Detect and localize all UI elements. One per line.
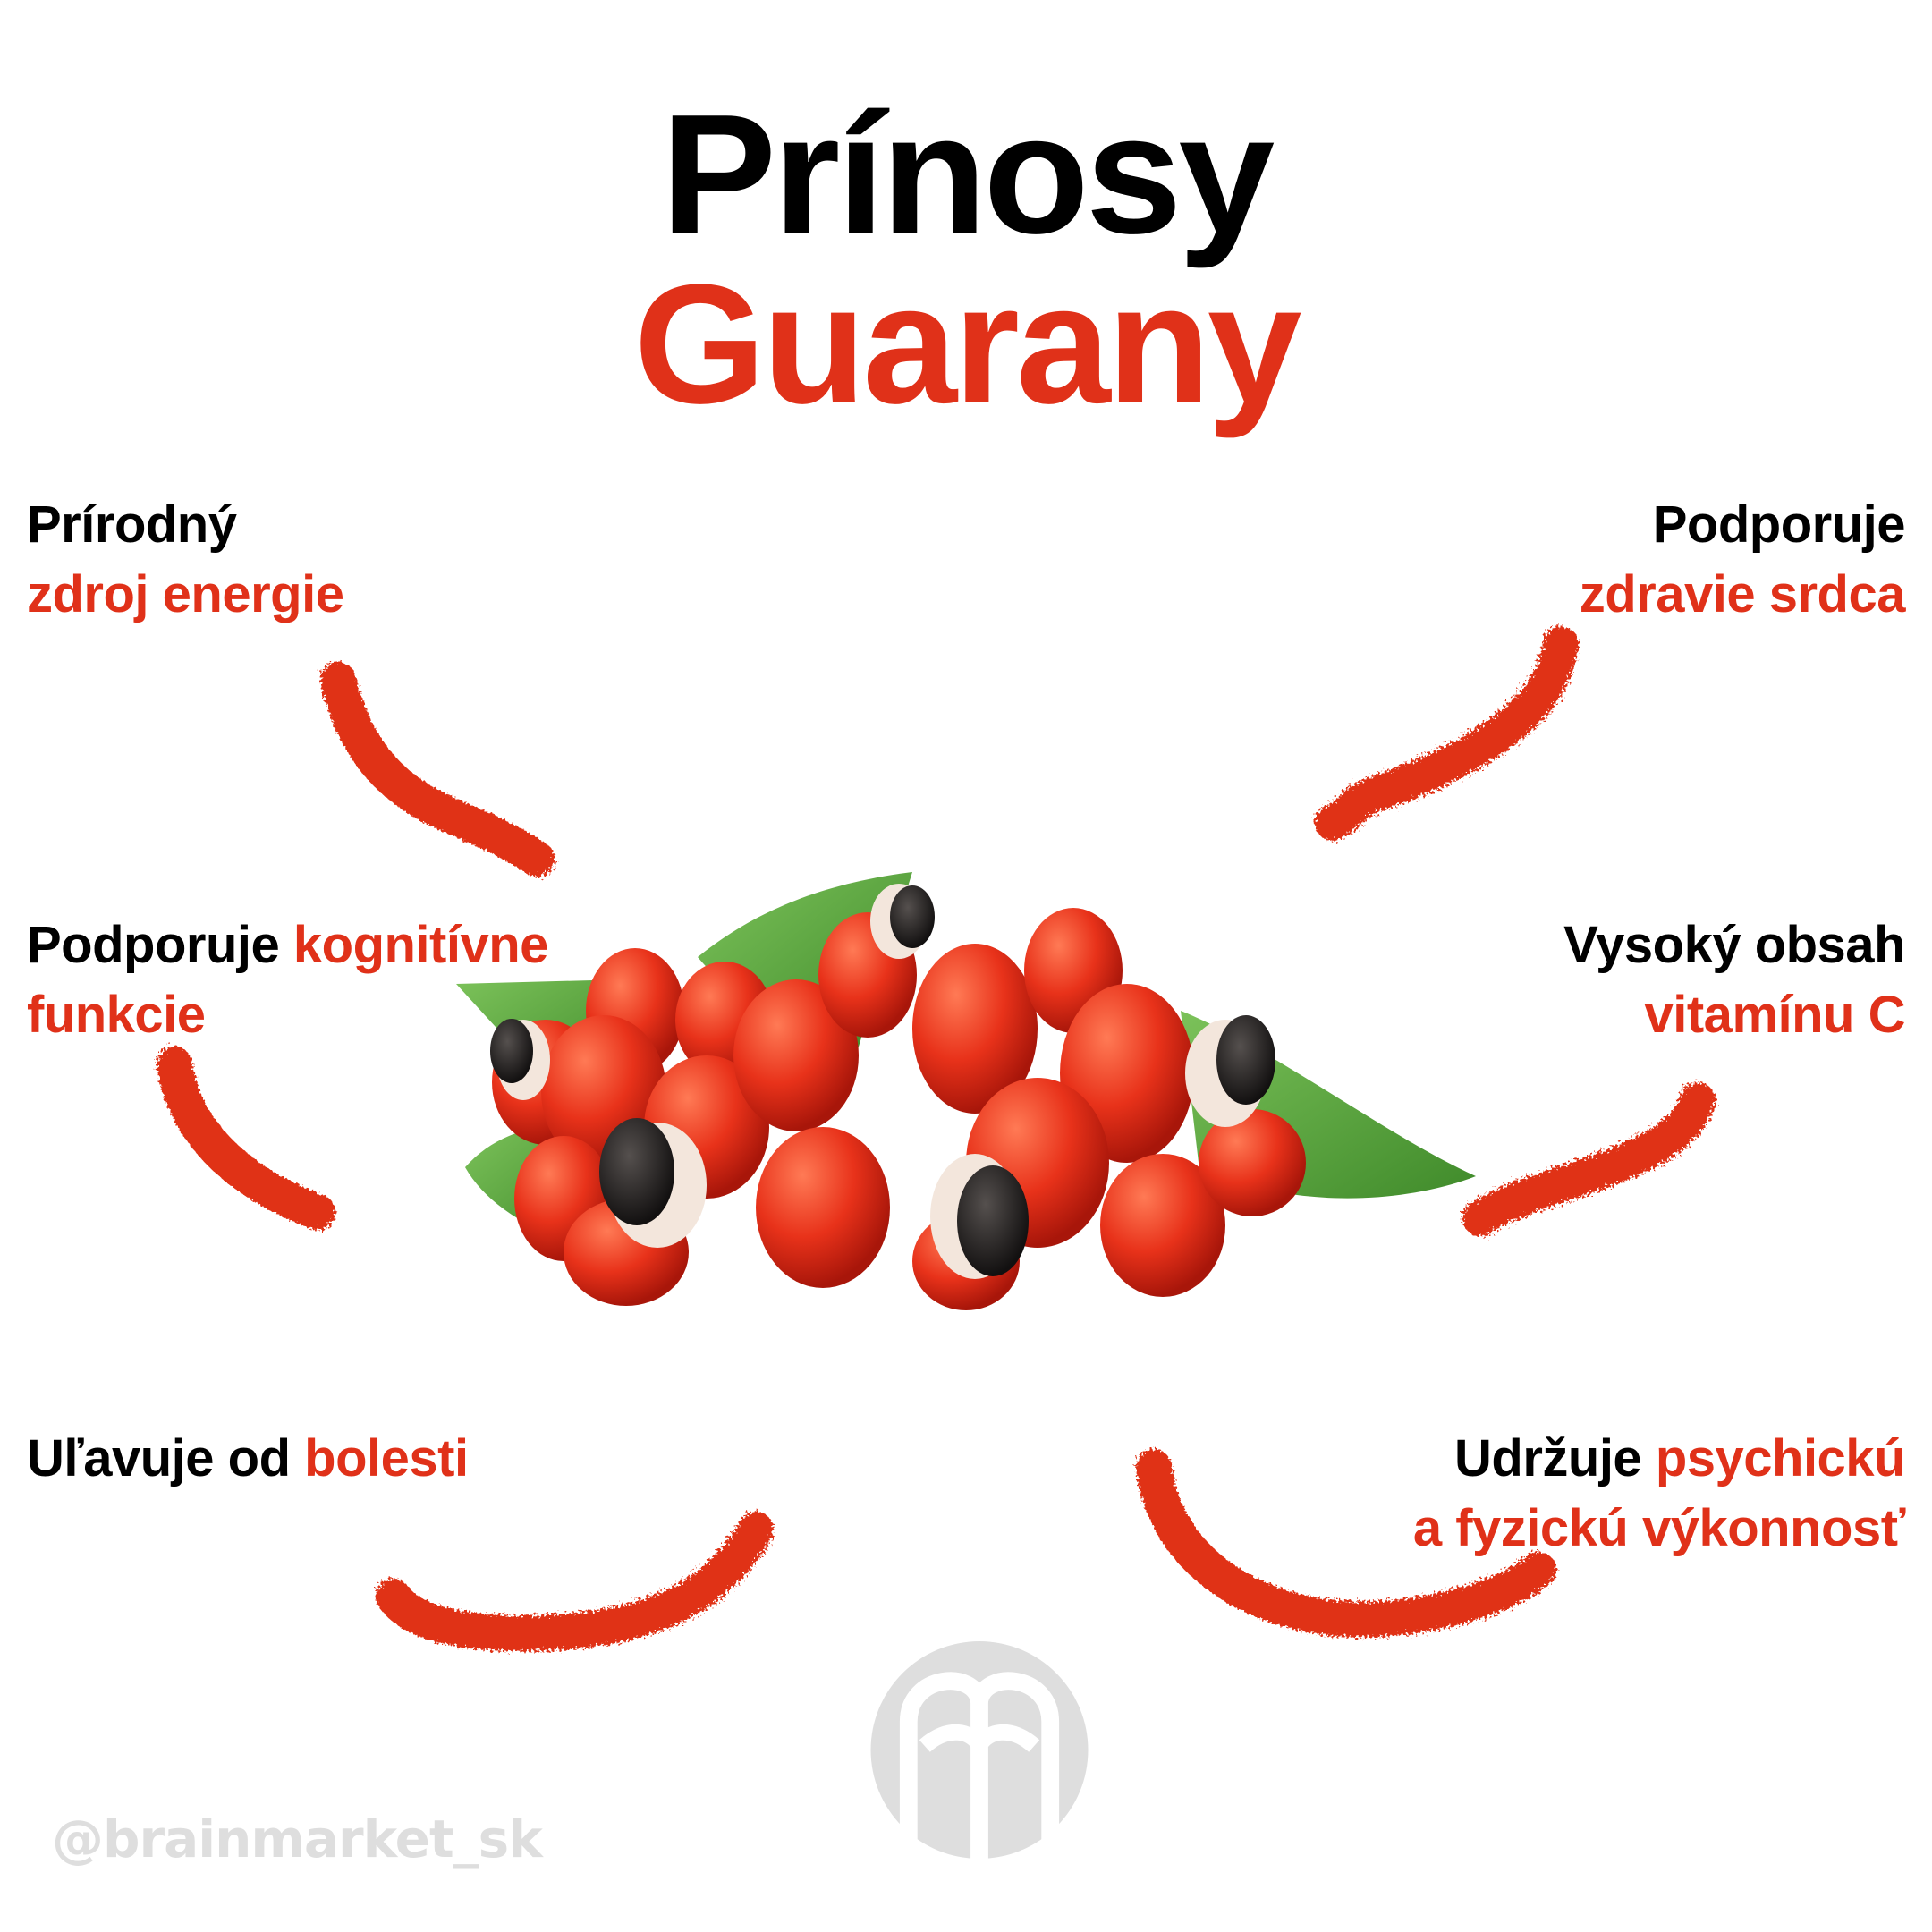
benefit-energy-black: Prírodný bbox=[27, 496, 237, 554]
brainmarket-logo-icon bbox=[870, 1641, 1089, 1867]
guarana-seed-icon bbox=[490, 884, 1275, 1279]
benefit-performance-black: Udržuje bbox=[1454, 1429, 1656, 1487]
benefit-heart-red: zdravie srdca bbox=[1579, 565, 1906, 623]
benefit-pain-black: Uľavuje od bbox=[27, 1429, 305, 1487]
title-line-1: Prínosy bbox=[660, 80, 1275, 269]
benefit-vitamin-c: Vysoký obsah vitamínu C bbox=[1563, 911, 1905, 1050]
benefit-performance: Udržuje psychickú a fyzickú výkonnosť bbox=[1412, 1424, 1906, 1563]
brush-stroke-bottom-right bbox=[1136, 1449, 1556, 1638]
benefit-pain: Uľavuje od bolesti bbox=[27, 1424, 469, 1494]
benefit-cognitive-red-inline: kognitívne bbox=[292, 916, 549, 974]
benefit-cognitive-black: Podporuje bbox=[27, 916, 293, 974]
benefit-energy-red: zdroj energie bbox=[27, 565, 344, 623]
brush-stroke-top-right bbox=[1315, 626, 1579, 841]
brush-stroke-top-left bbox=[320, 662, 555, 877]
benefit-vitamin-c-black: Vysoký obsah bbox=[1563, 916, 1905, 974]
benefit-energy: Prírodný zdroj energie bbox=[27, 490, 344, 630]
social-handle: @brainmarket_sk bbox=[52, 1809, 543, 1869]
brush-stroke-mid-right bbox=[1462, 1082, 1716, 1236]
benefit-pain-red-inline: bolesti bbox=[304, 1429, 469, 1487]
benefit-performance-red: a fyzickú výkonnosť bbox=[1412, 1499, 1906, 1557]
brush-stroke-bottom-left bbox=[376, 1512, 774, 1651]
guarana-berries bbox=[492, 908, 1306, 1310]
benefit-heart: Podporuje zdravie srdca bbox=[1579, 490, 1906, 630]
benefit-cognitive: Podporuje kognitívne funkcie bbox=[27, 911, 548, 1050]
benefit-heart-black: Podporuje bbox=[1652, 496, 1906, 554]
brush-stroke-mid-left bbox=[157, 1046, 335, 1230]
benefit-vitamin-c-red: vitamínu C bbox=[1644, 986, 1906, 1044]
benefit-cognitive-red: funkcie bbox=[27, 986, 206, 1044]
guarana-fruit-illustration bbox=[456, 872, 1476, 1310]
title-line-2: Guarany bbox=[633, 250, 1302, 439]
benefit-performance-red-inline: psychickú bbox=[1655, 1429, 1906, 1487]
